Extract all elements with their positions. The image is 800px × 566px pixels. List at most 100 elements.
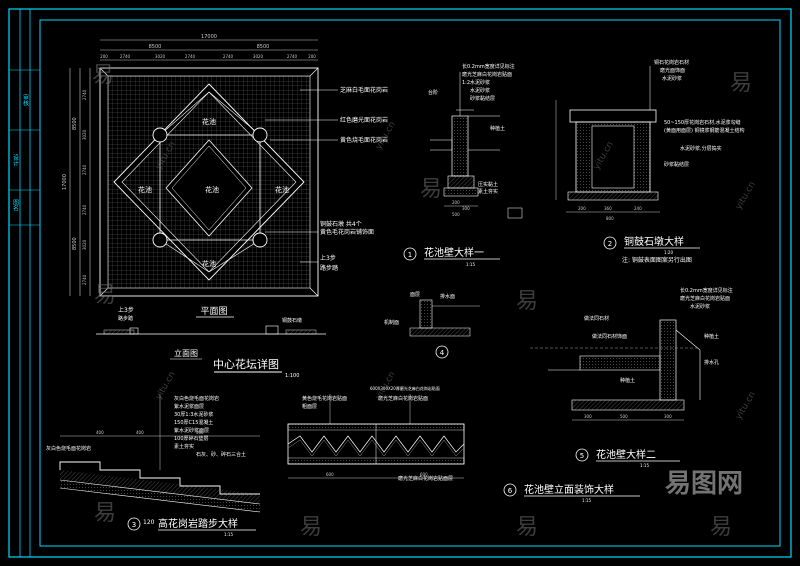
detail3-label-3: 150厚C15混凝土 (174, 419, 213, 426)
detail-3: 灰白色烧毛面花岗岩 紫水泥浆面层 30厚1:3水泥砂浆 150厚C15混凝土 紫… (46, 394, 261, 537)
detail1-label-7: 压实黏土 (478, 181, 498, 188)
detail3-scale: 1:15 (224, 532, 233, 537)
bed-label-right: 花池 (275, 185, 289, 194)
watermark-mark-7: 易 (300, 515, 322, 540)
watermark-mark-1: 易 (92, 63, 114, 88)
watermark-mark-3: 易 (730, 71, 752, 96)
watermark-mark-2: 易 (420, 177, 442, 202)
detail-4: 面层 排水面 机制面 4 (384, 292, 480, 359)
bed-label-top: 花池 (202, 117, 216, 126)
detail5-label-2: 水泥砂浆 (690, 303, 710, 310)
detail3-label-1: 紫水泥浆面层 (174, 403, 204, 410)
watermark-site-7: yitu.cn (734, 390, 758, 421)
plan-dim-left-8: 8500 (72, 237, 78, 250)
detail2-num: 2 (608, 240, 612, 248)
plan-title: 平面图 (200, 306, 227, 317)
detail2-label-5: 水泥砂浆,分层捣实 (680, 145, 722, 152)
plan-dim-left-6: 17000 (62, 174, 68, 190)
detail1-dim-2: 500 (452, 212, 460, 217)
detail3-label-2: 30厚1:3水泥砂浆 (174, 411, 213, 418)
bed-label-bottom: 花池 (202, 259, 216, 268)
titleblock-label-0: 审核 (22, 93, 29, 107)
detail2-label-4: (黄面用面层) 铜镜浆钢筋混凝土结构 (664, 127, 745, 134)
detail5-dim-2: 300 (664, 414, 672, 419)
detail6-label-1: 磨光芝麻白花岗岩贴面 (378, 395, 428, 402)
plan-leader-drum: 铜鼓石墩 共4个 (320, 220, 362, 228)
detail1-label-1: 磨光芝麻白花岗岩贴面 (462, 71, 512, 78)
detail2-dim-2: 240 (634, 206, 642, 211)
detail6-label-4: 磨光芝麻白花岗岩贴面层 (398, 475, 453, 482)
detail2-label-2: 水泥砂浆 (662, 75, 682, 82)
detail6-dim-0: 600 (326, 472, 334, 477)
detail5-num: 5 (580, 452, 584, 460)
plan-center-diamond (165, 139, 253, 237)
plan-dim-top-3: 200 (100, 54, 108, 59)
detail2-dim-0: 200 (578, 206, 586, 211)
title-block: 审核 设计 图名 (9, 9, 40, 557)
detail6-title: 花池壁立面装饰大样 (524, 483, 614, 496)
detail3-steps (59, 461, 260, 495)
detail5-label-5: 种植土 (704, 333, 719, 340)
detail4-num: 4 (440, 349, 445, 357)
detail6-num: 6 (508, 487, 513, 495)
titleblock-label-2: 图名 (12, 199, 19, 212)
drum-bl (152, 232, 168, 248)
detail2-note: 注: 铜鼓表面图案另行出图 (622, 256, 692, 264)
detail5-label-7: 种植土 (620, 377, 635, 384)
detail1-label-4: 砂浆黏结层 (470, 95, 495, 102)
plan-leader-yellow: 黄色烧毛面花岗岩 (340, 136, 388, 144)
watermark-mark-9: 易 (710, 515, 732, 540)
elevation-view: 立面图 中心花坛详图 1:100 (96, 325, 326, 379)
detail5-label-6: 排水孔 (704, 359, 719, 366)
detail2-label-0: 铜石花岗岩石材 (654, 59, 689, 66)
plan-leader-red: 红色磨光面花岗岩 (340, 116, 388, 124)
watermark-mark-6: 易 (94, 501, 116, 526)
detail1-scale: 1:15 (466, 262, 475, 267)
detail3-dim-1: 400 (136, 430, 144, 435)
plan-dim-top-5: 3020 (155, 54, 166, 59)
plan-dim-top-7: 2740 (223, 54, 234, 59)
plan-path-right: 路步踏 (320, 264, 338, 272)
bed-label-center: 花池 (205, 185, 219, 194)
bed-label-left: 花池 (138, 185, 152, 194)
plan-view: 17000 8500 8500 200 2740 3020 2740 2740 … (62, 34, 388, 324)
plan-outer-square (99, 67, 319, 297)
plan-dim-left-2: 2740 (82, 164, 87, 175)
plan-dim-left-0: 2740 (82, 89, 87, 100)
detail1-label-3: 水泥砂浆 (470, 87, 490, 94)
detail5-dim-0: 300 (584, 414, 592, 419)
plan-dim-left-5: 2740 (82, 274, 87, 285)
plan-dim-left-7: 8500 (72, 117, 78, 130)
watermark-mark-4: 易 (94, 283, 116, 308)
detail-1: 长0.2mm宽度详见标注 磨光芝麻白花岗岩贴面 1:2水泥砂浆 水泥砂浆 砂浆黏… (403, 63, 523, 267)
detail1-label-2: 1:2水泥砂浆 (462, 79, 490, 86)
detail-6: 黄色烧毛花岗岩贴面 磨光芝麻白花岗岩贴面 粗面层 600X300X20厚磨光芝麻… (287, 385, 640, 503)
plan-dim-top-2: 8500 (257, 44, 270, 50)
detail5-dim-1: 500 (620, 414, 628, 419)
detail5-label-1: 磨光芝麻白花岗岩贴面 (680, 295, 730, 302)
detail1-dim-1: 300 (462, 206, 470, 211)
detail3-prefix: 120 (143, 519, 155, 526)
plan-leader-rough: 芝麻白毛面花岗岩 (340, 86, 388, 94)
detail3-label-8: 灰白色烧毛面花岗岩 (46, 445, 91, 452)
plan-step-right: 上3步 (320, 254, 336, 262)
detail6-zigzag (287, 435, 465, 453)
main-title: 中心花坛详图 (213, 357, 279, 371)
detail3-title: 高花岗岩踏步大样 (158, 517, 238, 530)
detail4-label-2: 机制面 (384, 319, 399, 326)
plan-bronze-label: 铜鼓石墩 (282, 317, 302, 324)
plan-step-left: 上3步 (118, 306, 134, 314)
detail6-label-3: 600X300X20厚磨光芝麻白花岗岩贴面 (370, 385, 440, 391)
plan-dim-top-8: 3020 (253, 54, 264, 59)
detail2-label-6: 砂浆黏结层 (664, 161, 689, 168)
drum-tr (252, 127, 268, 143)
detail6-label-2: 粗面层 (302, 403, 317, 410)
detail2-label-3: 50~150厚花岗岩石材,水泥浆勾缝 (664, 119, 741, 126)
plan-path-left: 路步踏 (118, 315, 133, 322)
watermark-site-4: yitu.cn (734, 180, 758, 211)
detail6-scale: 1:15 (582, 498, 591, 503)
plan-dim-top-4: 2740 (120, 54, 131, 59)
plan-dim-top-6: 2740 (185, 54, 196, 59)
plan-dim-left-4: 3020 (82, 239, 87, 250)
detail1-label-8: 素土夯实 (478, 188, 498, 195)
